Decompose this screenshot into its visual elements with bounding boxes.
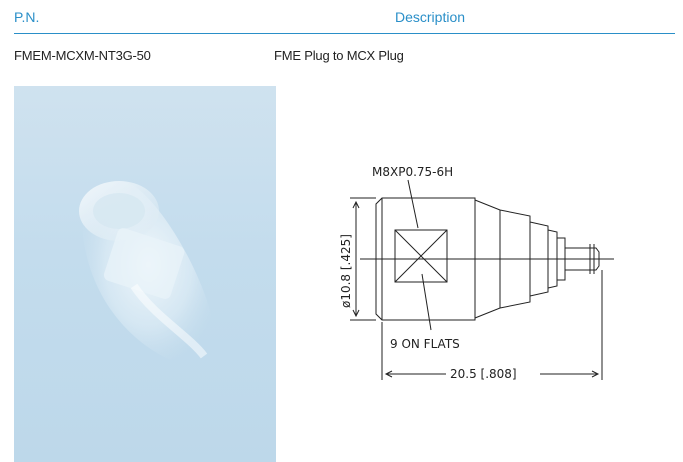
product-photo [14, 86, 276, 462]
product-description: FME Plug to MCX Plug [274, 48, 404, 63]
flats-callout: 9 ON FLATS [390, 337, 460, 351]
length-callout: 20.5 [.808] [450, 367, 517, 381]
diameter-callout: ø10.8 [.425] [339, 234, 353, 308]
pn-column-header: P.N. [14, 9, 40, 25]
connector-photo-image [79, 180, 215, 369]
thread-callout: M8XP0.75-6H [372, 165, 453, 179]
header-divider [14, 33, 675, 34]
part-number: FMEM-MCXM-NT3G-50 [14, 48, 151, 63]
description-column-header: Description [395, 9, 466, 25]
technical-drawing: M8XP0.75-6H ø10.8 [.425] 9 ON FLATS 20.5… [300, 150, 620, 395]
connector-dimension-drawing: M8XP0.75-6H ø10.8 [.425] 9 ON FLATS 20.5… [339, 165, 614, 381]
